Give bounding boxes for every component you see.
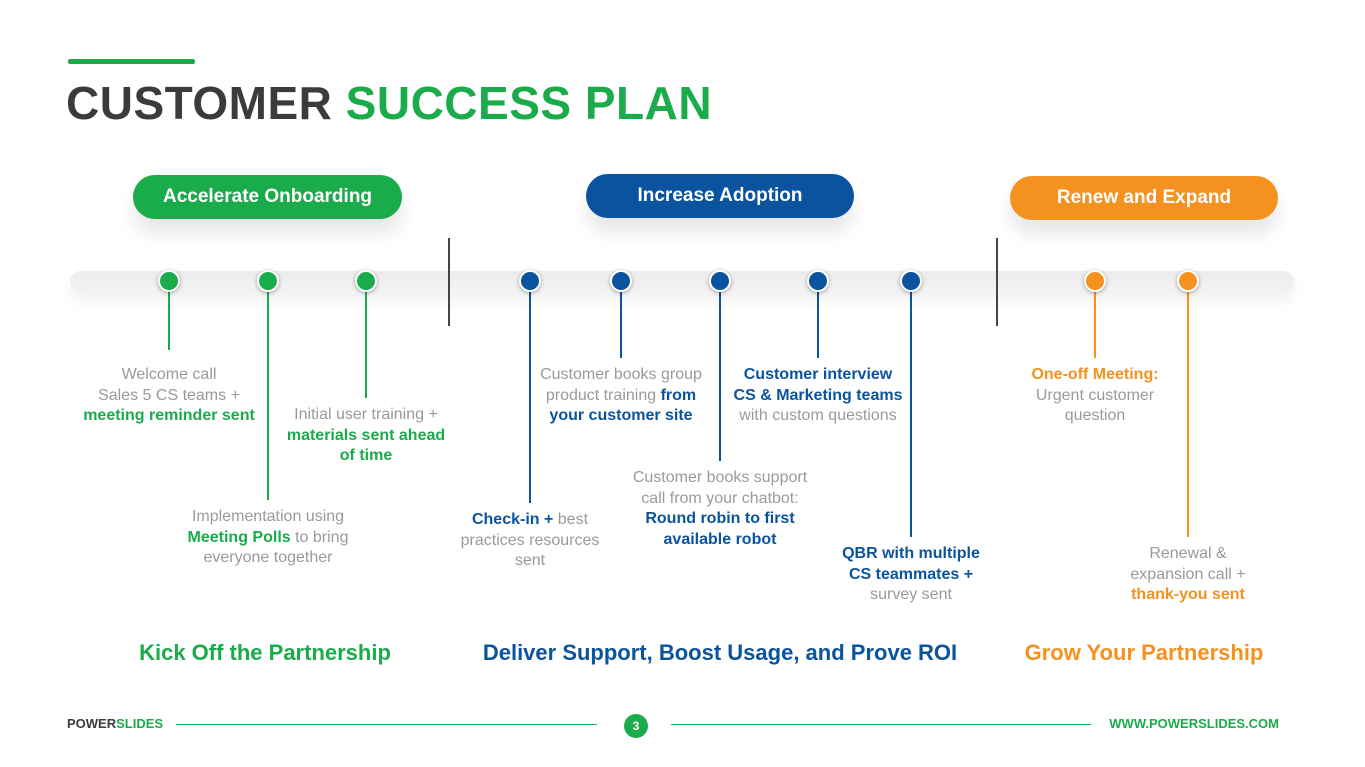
milestone-line: sent bbox=[514, 552, 546, 569]
milestone-line: survey sent bbox=[870, 586, 952, 603]
milestone-connector bbox=[529, 281, 531, 503]
milestone-dot bbox=[1084, 270, 1106, 292]
milestone-line: CS teammates + bbox=[848, 565, 974, 583]
milestone-dot bbox=[610, 270, 632, 292]
milestone-line: materials sent ahead bbox=[286, 426, 446, 444]
milestone-line: Round robin to first bbox=[645, 510, 795, 527]
milestone-line: of time bbox=[339, 447, 393, 464]
milestone-description: Customer books support call from your cha… bbox=[600, 468, 840, 550]
milestone-line: practices resources bbox=[460, 531, 600, 549]
milestone-line: thank-you sent bbox=[1131, 586, 1245, 603]
milestone-connector bbox=[817, 281, 819, 358]
milestone-line: available robot bbox=[663, 530, 777, 548]
milestone-line: Customer interview bbox=[743, 366, 893, 383]
phase-caption-onboarding: Kick Off the Partnership bbox=[139, 640, 391, 665]
milestone-line: Customer books group bbox=[540, 366, 702, 383]
page-number-badge: 3 bbox=[624, 714, 648, 738]
milestone-line-part: best bbox=[553, 511, 589, 528]
milestone-line: everyone together bbox=[203, 549, 333, 566]
milestone-dot bbox=[900, 270, 922, 292]
brand-part-2: SLIDES bbox=[116, 716, 164, 731]
footer-brand: POWERSLIDES bbox=[67, 716, 163, 731]
milestone-line-part: Check-in + bbox=[471, 511, 554, 528]
milestone-connector bbox=[620, 281, 622, 358]
title-accent-bar bbox=[68, 59, 195, 64]
milestone-line: expansion call + bbox=[1130, 565, 1246, 583]
milestone-connector bbox=[168, 281, 170, 350]
milestone-line: QBR with multiple bbox=[842, 545, 980, 562]
phase-pill-label: Renew and Expand bbox=[1056, 187, 1232, 208]
milestone-connector bbox=[1094, 281, 1096, 358]
timeline-track bbox=[70, 271, 1294, 293]
milestone-connector bbox=[365, 281, 367, 398]
page-title: CUSTOMER SUCCESS PLAN bbox=[66, 76, 712, 130]
milestone-description: Customer books group product training fro… bbox=[501, 365, 741, 427]
milestone-line: with custom questions bbox=[739, 407, 897, 424]
milestone-description: Renewal & expansion call + thank-you sent bbox=[1068, 544, 1308, 606]
milestone-line: One-off Meeting: bbox=[1031, 366, 1159, 383]
milestone-dot bbox=[257, 270, 279, 292]
title-part-1: CUSTOMER bbox=[66, 77, 333, 129]
milestone-dot bbox=[355, 270, 377, 292]
phase-pill-label: Increase Adoption bbox=[637, 185, 803, 206]
phase-pill-onboarding: Accelerate Onboarding bbox=[133, 175, 402, 219]
milestone-line: Urgent customer bbox=[1035, 386, 1155, 404]
milestone-description: Initial user training + materials sent ah… bbox=[246, 405, 486, 467]
milestone-line: your customer site bbox=[549, 407, 693, 424]
milestone-description: QBR with multiple CS teammates + survey se… bbox=[791, 544, 1031, 606]
milestone-line-part: product training bbox=[545, 386, 661, 404]
milestone-line: Customer books support bbox=[632, 469, 808, 486]
milestone-description: Customer interview CS & Marketing teams wi… bbox=[698, 365, 938, 427]
milestone-dot bbox=[1177, 270, 1199, 292]
milestone-line: Check-in + best bbox=[410, 510, 650, 531]
milestone-dot bbox=[709, 270, 731, 292]
milestone-dot bbox=[158, 270, 180, 292]
phase-caption-renew: Grow Your Partnership bbox=[1024, 640, 1264, 665]
milestone-line: product training from bbox=[501, 386, 741, 407]
milestone-connector bbox=[719, 281, 721, 461]
milestone-line: CS & Marketing teams bbox=[733, 386, 903, 404]
milestone-line: question bbox=[1064, 407, 1126, 424]
milestone-line-part: to bring bbox=[290, 528, 349, 546]
milestone-line: Sales 5 CS teams + bbox=[98, 386, 240, 404]
milestone-line: call from your chatbot: bbox=[641, 489, 799, 507]
milestone-dot bbox=[807, 270, 829, 292]
phase-caption-adoption: Deliver Support, Boost Usage, and Prove … bbox=[482, 640, 958, 665]
milestone-line-part: from bbox=[660, 386, 697, 404]
milestone-connector bbox=[1187, 281, 1189, 537]
title-part-2: SUCCESS PLAN bbox=[345, 77, 713, 129]
milestone-description: One-off Meeting: Urgent customer question bbox=[975, 365, 1215, 427]
brand-part-1: POWER bbox=[67, 716, 117, 731]
milestone-dot bbox=[519, 270, 541, 292]
footer-line-right bbox=[671, 724, 1091, 725]
phase-divider bbox=[996, 238, 998, 326]
milestone-line-part: Meeting Polls bbox=[187, 528, 291, 546]
milestone-connector bbox=[267, 281, 269, 500]
phase-divider bbox=[448, 238, 450, 326]
footer-website: WWW.POWERSLIDES.COM bbox=[1109, 716, 1279, 731]
footer-line-left bbox=[176, 724, 597, 725]
phase-pill-renew: Renew and Expand bbox=[1010, 176, 1278, 220]
milestone-connector bbox=[910, 281, 912, 537]
phase-pill-label: Accelerate Onboarding bbox=[162, 186, 373, 207]
milestone-line: Implementation using bbox=[191, 508, 345, 525]
milestone-line: Initial user training + bbox=[294, 406, 438, 423]
milestone-line: Renewal & bbox=[1149, 545, 1227, 562]
milestone-line: Welcome call bbox=[121, 366, 217, 383]
milestone-line: Meeting Polls to bring bbox=[148, 528, 388, 549]
milestone-line: meeting reminder sent bbox=[83, 407, 255, 424]
phase-pill-adoption: Increase Adoption bbox=[586, 174, 854, 218]
